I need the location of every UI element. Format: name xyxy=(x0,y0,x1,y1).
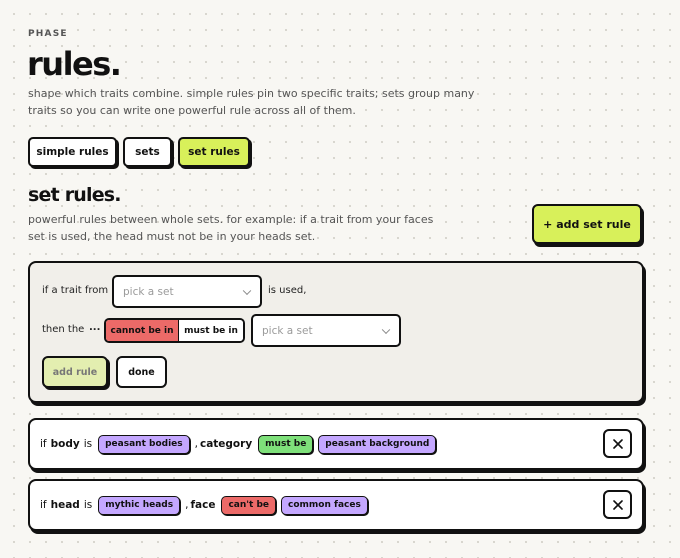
phase-eyebrow: PHASE xyxy=(28,29,68,39)
tab-set-rules[interactable]: set rules xyxy=(178,137,250,167)
close-icon xyxy=(612,499,623,510)
tab-simple-rules[interactable]: simple rules xyxy=(28,137,117,167)
rule-if: if xyxy=(40,438,47,450)
delete-rule-button[interactable] xyxy=(603,429,632,458)
close-icon xyxy=(612,438,623,449)
add-set-rule-button[interactable]: + add set rule xyxy=(532,204,642,244)
rule-target: category xyxy=(199,438,253,450)
subject-set-pill: peasant bodies xyxy=(98,434,190,454)
rule-subject: body xyxy=(50,438,80,450)
then-the-label: then the xyxy=(42,324,85,335)
tab-sets[interactable]: sets xyxy=(123,137,172,167)
chevron-down-icon xyxy=(381,325,391,334)
delete-rule-button[interactable] xyxy=(603,490,632,519)
rule-item: if head is mythic heads , face can't be … xyxy=(28,479,644,531)
toggle-must-be-in[interactable]: must be in xyxy=(179,320,243,341)
rule-item: if body is peasant bodies , category mus… xyxy=(28,418,644,470)
relation-toggle: cannot be in must be in xyxy=(104,318,245,343)
add-rule-button[interactable]: add rule xyxy=(42,356,108,388)
page-description: shape which traits combine. simple rules… xyxy=(28,87,475,117)
rule-is: is xyxy=(83,438,93,450)
rule-text: if head is mythic heads , face can't be … xyxy=(40,481,373,529)
rule-comma: , xyxy=(194,438,198,450)
rule-text: if body is peasant bodies , category mus… xyxy=(40,420,441,468)
target-set-pill: common faces xyxy=(281,495,368,515)
rule-comma: , xyxy=(185,499,189,511)
relation-pill: can't be xyxy=(221,495,277,515)
rule-if: if xyxy=(40,499,47,511)
target-set-pill: peasant background xyxy=(318,434,437,454)
from-set-placeholder: pick a set xyxy=(123,285,174,298)
done-button[interactable]: done xyxy=(116,356,167,388)
from-set-label: if a trait from xyxy=(42,285,109,296)
target-set-select[interactable]: pick a set xyxy=(251,314,401,347)
set-rule-editor: if a trait from pick a set is used, then… xyxy=(28,261,644,403)
chevron-down-icon xyxy=(242,286,252,295)
from-set-select[interactable]: pick a set xyxy=(112,275,262,308)
rule-target: face xyxy=(190,499,216,511)
subject-set-pill: mythic heads xyxy=(98,495,181,515)
page-title: rules. xyxy=(27,45,122,83)
rule-subject: head xyxy=(50,499,80,511)
rule-is: is xyxy=(83,499,93,511)
toggle-cannot-be-in[interactable]: cannot be in xyxy=(106,320,179,341)
section-description: powerful rules between whole sets. for e… xyxy=(28,213,434,243)
target-trait-ellipsis[interactable]: ... xyxy=(89,322,101,333)
target-set-placeholder: pick a set xyxy=(262,324,313,337)
is-used-label: is used, xyxy=(268,285,307,296)
relation-pill: must be xyxy=(258,434,314,454)
section-title: set rules. xyxy=(28,184,122,206)
